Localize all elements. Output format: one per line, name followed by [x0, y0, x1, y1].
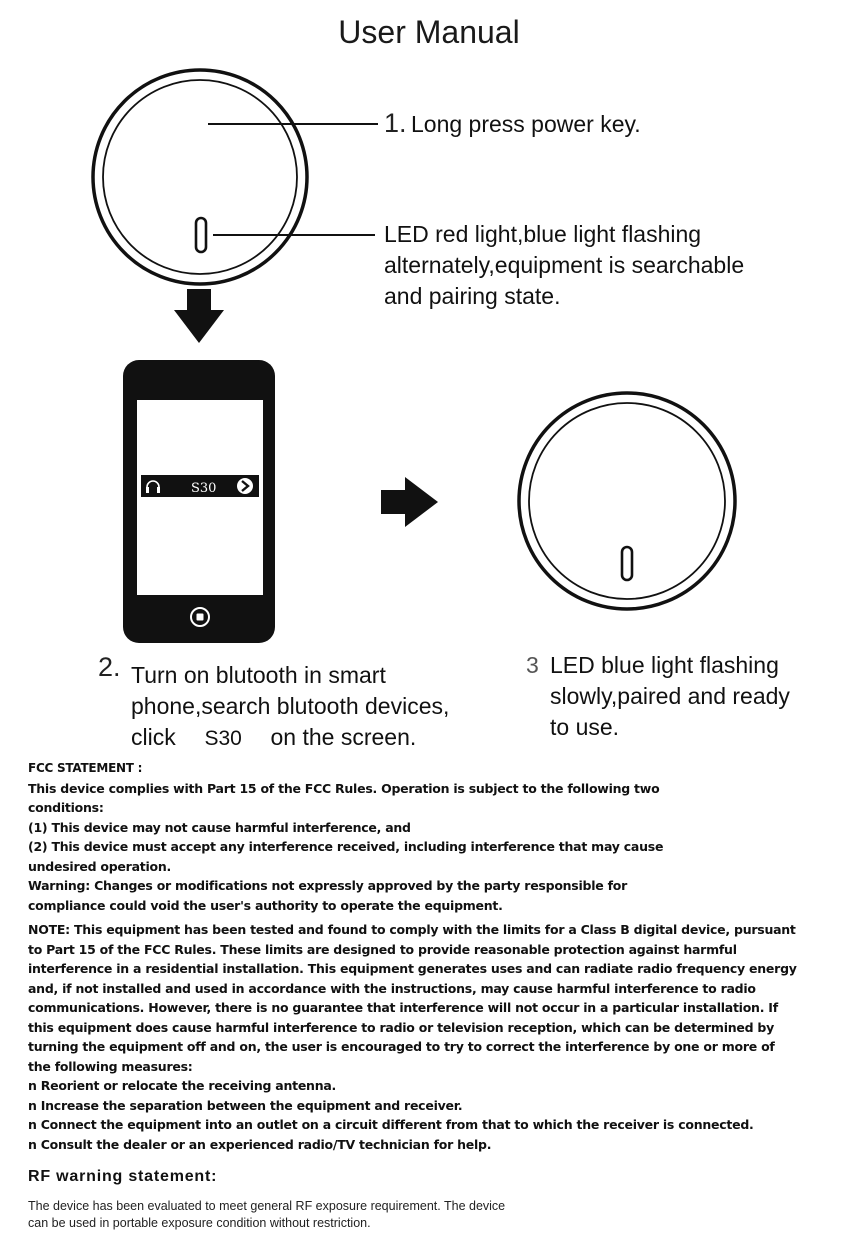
step2-device-name: S30: [204, 727, 242, 750]
fcc-line: undesired operation.: [28, 858, 171, 874]
rf-line: The device has been evaluated to meet ge…: [28, 1199, 506, 1213]
step1-text: Long press power key.: [410, 111, 641, 137]
fcc-note-line: this equipment does cause harmful interf…: [28, 1019, 775, 1035]
led-line: LED red light,blue light flashing: [384, 221, 702, 247]
fcc-note-line: to Part 15 of the FCC Rules. These limit…: [28, 941, 737, 957]
fcc-line: (1) This device may not cause harmful in…: [28, 819, 411, 835]
fcc-line: conditions:: [28, 800, 104, 815]
step3-line: to use.: [550, 714, 620, 740]
rf-heading: RF warning statement:: [28, 1168, 218, 1185]
led-indicator-icon: [620, 545, 634, 582]
fcc-measure: n Connect the equipment into an outlet o…: [28, 1117, 754, 1132]
step1-led-description: LED red light,blue light flashing altern…: [384, 219, 744, 312]
step3-line: slowly,paired and ready: [550, 683, 790, 709]
fcc-note-line: and, if not installed and used in accord…: [28, 980, 756, 996]
illustration-canvas: S30: [91, 68, 737, 643]
home-button-icon: [190, 607, 210, 627]
step2-line: phone,search blutooth devices,: [131, 693, 450, 719]
led-line: alternately,equipment is searchable: [384, 252, 745, 278]
headphone-icon: [146, 480, 160, 493]
fcc-note-line: turning the equipment off and on, the us…: [28, 1039, 775, 1054]
fcc-statement: FCC STATEMENT : This device complies wit…: [28, 759, 838, 1154]
fcc-line: compliance could void the user's authori…: [28, 897, 503, 913]
fcc-heading: FCC STATEMENT :: [28, 761, 143, 775]
bluetooth-device-row[interactable]: [141, 475, 259, 497]
fcc-line: Warning: Changes or modifications not ex…: [28, 878, 628, 893]
step2-line: click S30 on the screen.: [131, 722, 449, 754]
device-top-illustration: [91, 68, 309, 286]
led-line: and pairing state.: [384, 283, 561, 309]
fcc-measure: n Increase the separation between the eq…: [28, 1097, 463, 1113]
step3-number: 3: [526, 652, 539, 678]
step2-description: Turn on blutooth in smart phone,search b…: [131, 660, 449, 754]
step2-line: Turn on blutooth in smart: [131, 662, 386, 688]
led-indicator-icon: [194, 216, 208, 254]
fcc-line: (2) This device must accept any interfer…: [28, 839, 664, 854]
arrow-down-icon: [174, 289, 224, 343]
smartphone-illustration: S30: [123, 360, 275, 643]
chevron-right-icon: [237, 478, 253, 494]
fcc-note-line: the following measures:: [28, 1058, 193, 1074]
fcc-note-line: communications. However, there is no gua…: [28, 1000, 778, 1015]
arrow-right-icon: [381, 477, 438, 527]
step2-screen: on the screen.: [270, 724, 417, 750]
fcc-measure: n Reorient or relocate the receiving ant…: [28, 1078, 337, 1093]
page-title: User Manual: [338, 14, 520, 50]
phone-device-label: S30: [191, 481, 216, 496]
fcc-note-line: NOTE: This equipment has been tested and…: [28, 922, 796, 937]
rf-text: The device has been evaluated to meet ge…: [28, 1198, 768, 1232]
fcc-line: This device complies with Part 15 of the…: [28, 780, 660, 796]
step3-description: LED blue light flashing slowly,paired an…: [550, 650, 790, 743]
step1-number: 1.: [384, 108, 407, 138]
step2-number: 2.: [98, 652, 121, 682]
step2-click: click: [131, 724, 176, 750]
fcc-note-line: interference in a residential installati…: [28, 961, 797, 976]
device-paired-illustration: [517, 391, 737, 611]
rf-line: can be used in portable exposure conditi…: [28, 1216, 371, 1230]
step1-instruction: 1. Long press power key.: [384, 108, 641, 140]
fcc-measure: n Consult the dealer or an experienced r…: [28, 1136, 492, 1152]
step3-line: LED blue light flashing: [550, 652, 779, 678]
